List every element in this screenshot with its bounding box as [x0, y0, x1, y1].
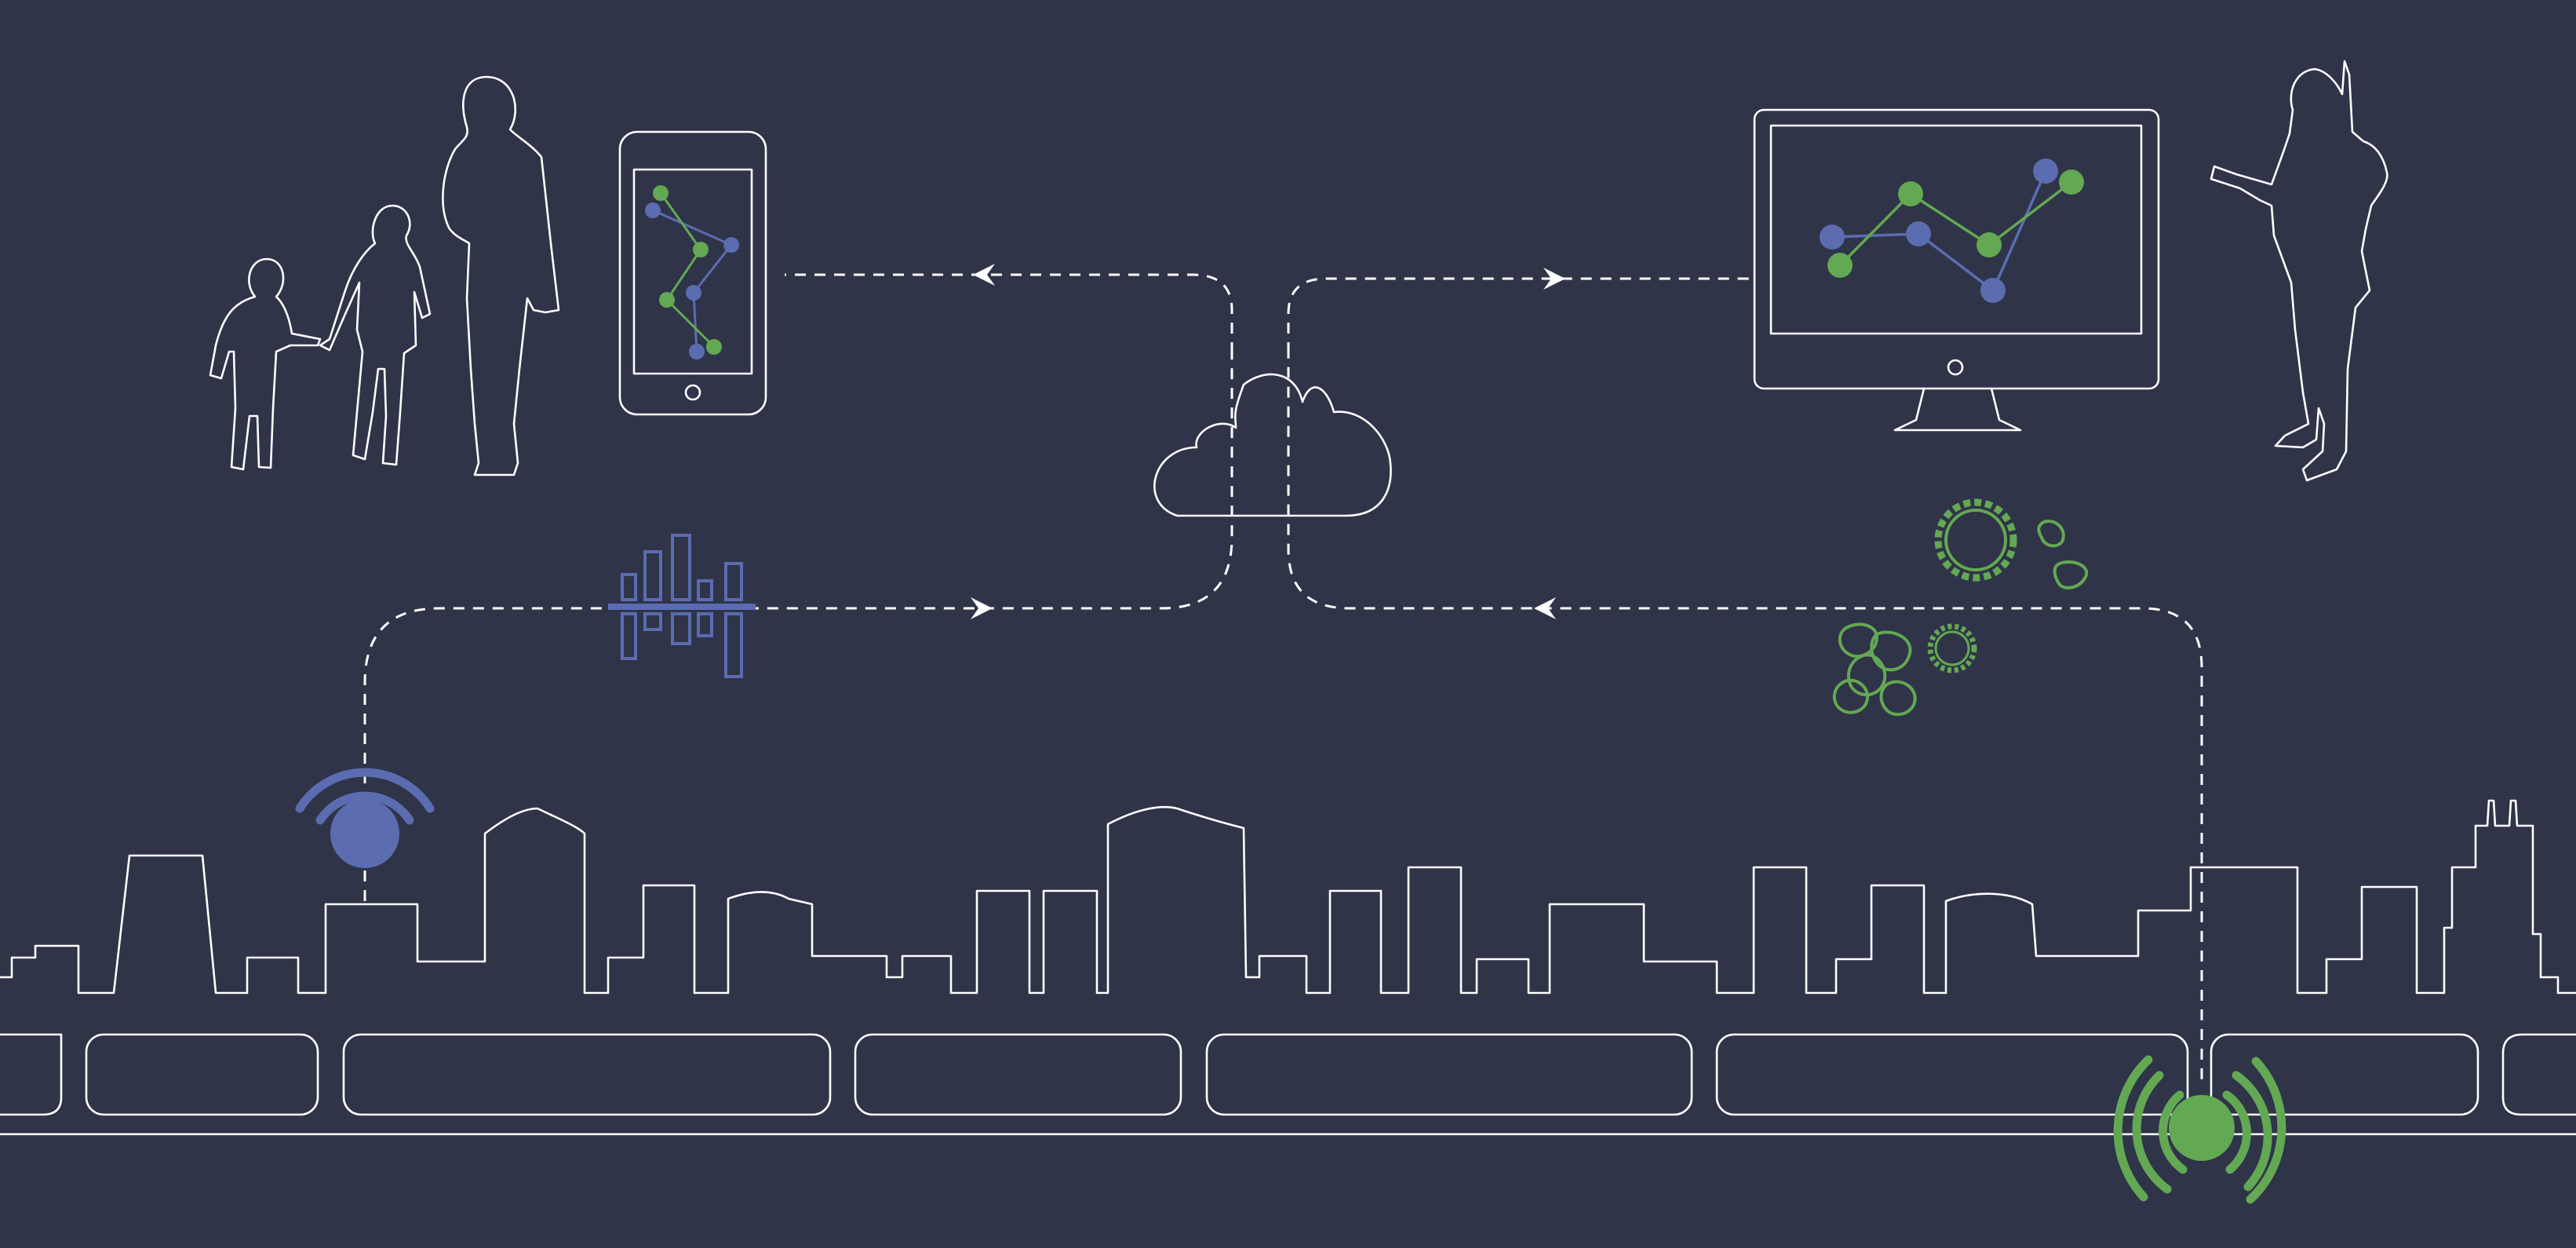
smartphone-chart-icon: [618, 130, 767, 416]
edge-cloud-to-phone: [785, 273, 1233, 353]
family-silhouette-icon: [209, 75, 560, 476]
arrow-to-cloud-left: [1534, 597, 1556, 619]
connection-lines: [363, 264, 2203, 1079]
scientist-silhouette-icon: [2210, 60, 2388, 482]
edge-blue-sensor-to-cloud: [363, 353, 1233, 901]
city-skyline-icon: [0, 799, 2576, 994]
wifi-sensor-icon: [295, 768, 435, 868]
edge-green-sensor-to-cloud: [1287, 353, 2203, 1079]
spectrum-bars-icon: [608, 534, 756, 678]
underground-pipe: [0, 1033, 2576, 1136]
cloud-icon: [1153, 373, 1392, 517]
underground-sensor-icon: [2113, 1055, 2286, 1204]
microbes-icon: [1832, 498, 2089, 717]
desktop-monitor-chart-icon: [1753, 108, 2160, 432]
edge-cloud-to-monitor: [1287, 277, 1754, 353]
